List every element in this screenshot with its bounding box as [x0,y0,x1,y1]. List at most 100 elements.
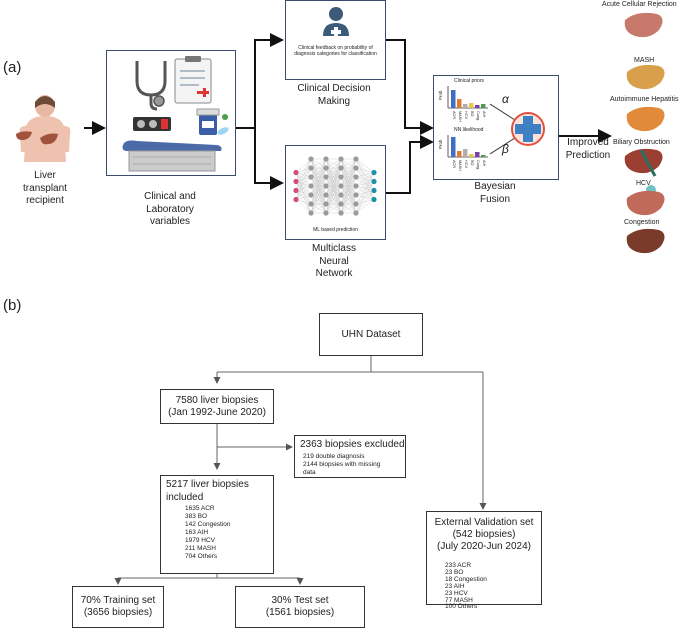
mini-axis-label: Prob [438,90,443,100]
nn-edge [295,185,312,200]
mini-tick-label: HCV [464,111,468,119]
nn-edge [295,158,312,182]
uhn-dataset-box: UHN Dataset [319,313,423,356]
nn-node [353,192,359,198]
liver-outcomes-illustration [624,12,665,254]
nn-node [323,156,329,162]
nn-panel: ML based prediction [285,145,386,240]
nn-edge [340,185,357,214]
included-item: 383 BO [185,513,208,520]
nn-edge [340,158,357,169]
nn-node [308,201,314,207]
priors-title: Clinical priors [454,78,485,84]
external-item: 18 Congestion [445,576,487,583]
decision-label: Clinical Decision Making [297,83,371,107]
outcome-label-aih: Autoimmune Hepatitis [610,96,679,103]
nn-node [371,178,377,185]
nn-node [371,196,377,203]
nn-node [338,183,344,189]
mini-bar [481,155,486,157]
nn-edge [310,176,327,214]
nn-edge [355,172,375,187]
mini-tick-label: AIH [482,111,486,118]
mini-tick-label: BO [470,160,474,166]
nn-edge [325,158,342,178]
nn-edge [325,176,342,214]
nn-edge [340,158,357,187]
mini-tick-label: ACR [452,160,456,168]
nn-edge [340,158,357,178]
nn-node [371,169,377,176]
nn-node [308,165,314,171]
nn-node [338,201,344,207]
improved-label: Improved Prediction [565,137,611,161]
mini-bar [457,99,462,108]
biopsies-title: 7580 liver biopsies [175,395,259,406]
nn-edge [340,176,357,214]
nn-node [338,165,344,171]
doctor-icon [323,7,349,37]
outcome-label-bo: Biliary Obstruction [613,139,670,146]
mini-bar [463,149,468,157]
included-box: 5217 liver biopsies included 1635 ACR 38… [160,475,274,574]
uhn-dataset-label: UHN Dataset [341,329,401,340]
clinical-illustration [122,56,229,172]
nn-edge [295,176,312,200]
nn-node [338,174,344,180]
nn-node [323,165,329,171]
nn-edge [310,158,327,205]
included-item: 211 MASH [185,545,216,552]
mini-bar [475,105,480,108]
external-item: 77 MASH [445,597,473,604]
monitor-icon [133,117,171,131]
nn-label: Multiclass Neural Network [312,243,356,279]
clinical-label: Clinical and Laboratory variables [144,191,196,227]
nn-node [323,183,329,189]
nn-edge [355,199,375,214]
liver-icon [40,133,58,145]
biopsies-dates: (Jan 1992-June 2020) [168,407,266,418]
nn-edge [295,194,312,200]
nn-edge [295,158,312,191]
liver-bo-icon [624,148,663,174]
nn-edge [310,203,327,214]
nn-edge [325,158,342,187]
alpha-symbol: α [502,92,509,106]
recipient-figure [16,95,71,162]
excluded-item: 2144 biopsies with missing data [303,461,381,476]
mini-tick-label: ACR [452,111,456,119]
nn-node [293,178,299,185]
mini-tick-label: Cong. [476,111,480,121]
recipient-label: Liver transplant recipient [23,170,67,206]
nn-edge [340,167,357,214]
external-title: External Validation set [434,517,534,528]
nn-edge [355,190,375,214]
nn-node [293,187,299,194]
test-title: 30% Test set [271,595,329,606]
included-item: 704 Others [185,553,218,560]
decision-panel: Clinical feedback on probability of diag… [285,0,386,80]
training-count: (3656 biopsies) [83,607,153,618]
liver-aih-icon [626,106,665,132]
included-item: 142 Congestion [185,521,231,528]
mini-tick-label: AIH [482,160,486,167]
mini-bar [481,104,486,108]
test-count: (1561 biopsies) [265,607,335,618]
feedback-text: Clinical feedback on probability of diag… [294,45,377,57]
nn-edge [355,172,375,196]
external-validation-box: External Validation set (542 biopsies) (… [426,511,542,610]
nn-edge [310,185,327,214]
training-title: 70% Training set [80,595,156,606]
nn-node [308,192,314,198]
excluded-item: 219 double diagnosis [303,453,365,460]
test-set-box: 30% Test set (1561 biopsies) [235,586,365,628]
nn-node [323,201,329,207]
nn-edge [325,185,342,214]
nn-node [323,210,329,216]
nn-edge [355,172,375,205]
liver-congestion-icon [626,228,665,254]
outcome-label-congestion: Congestion [624,219,660,226]
mini-bar [457,151,462,157]
